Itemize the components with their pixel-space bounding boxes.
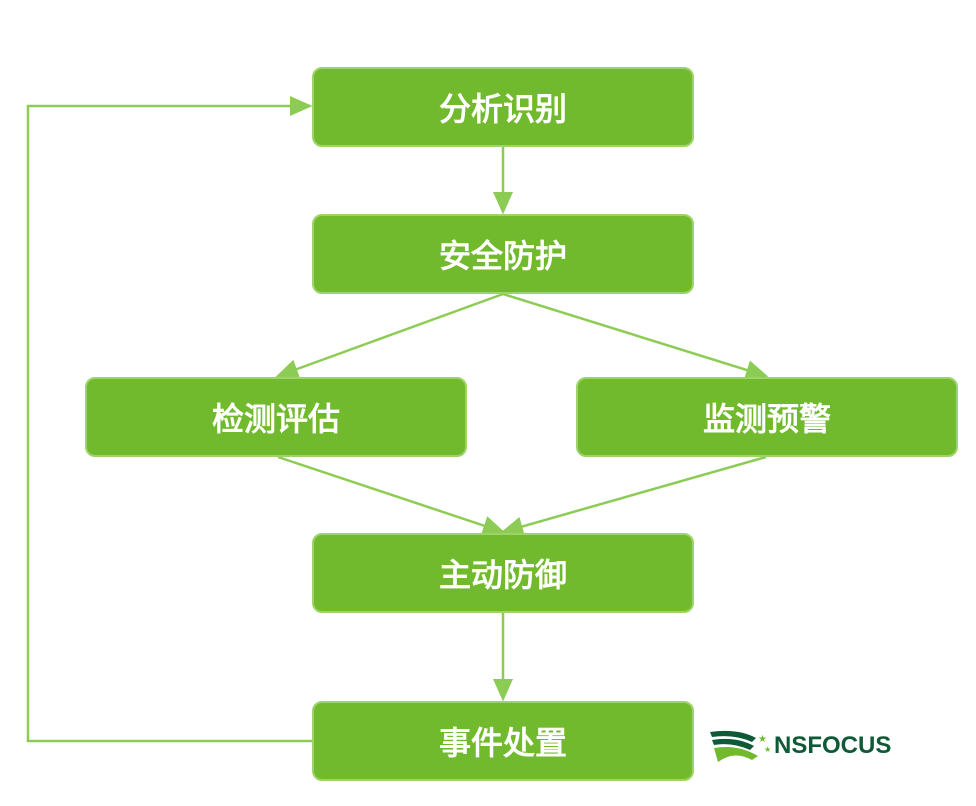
arrow-monitor-defend [500, 455, 767, 537]
logo-text: NSFOCUS [774, 732, 892, 759]
node-protect: 安全防护 [312, 214, 694, 294]
arrow-assess-defend [277, 455, 506, 536]
node-label: 主动防御 [438, 556, 567, 594]
node-assess: 检测评估 [85, 377, 467, 457]
node-analyze: 分析识别 [312, 67, 694, 147]
node-monitor: 监测预警 [576, 377, 958, 457]
nsfocus-logo: ★ ★ NSFOCUS [708, 728, 891, 764]
node-label: 监测预警 [702, 400, 831, 438]
flag-icon: ★ ★ [710, 730, 771, 762]
feedback-loop-arrow [26, 96, 313, 743]
node-label: 安全防护 [438, 237, 567, 275]
node-label: 分析识别 [438, 90, 567, 128]
node-defend: 主动防御 [312, 533, 694, 613]
arrow-protect-monitor [502, 292, 769, 380]
node-respond: 事件处置 [312, 701, 694, 781]
arrow-protect-assess [275, 292, 504, 379]
svg-text:★: ★ [758, 734, 767, 745]
node-label: 检测评估 [211, 400, 340, 438]
node-label: 事件处置 [438, 724, 567, 762]
svg-text:★: ★ [764, 745, 771, 754]
